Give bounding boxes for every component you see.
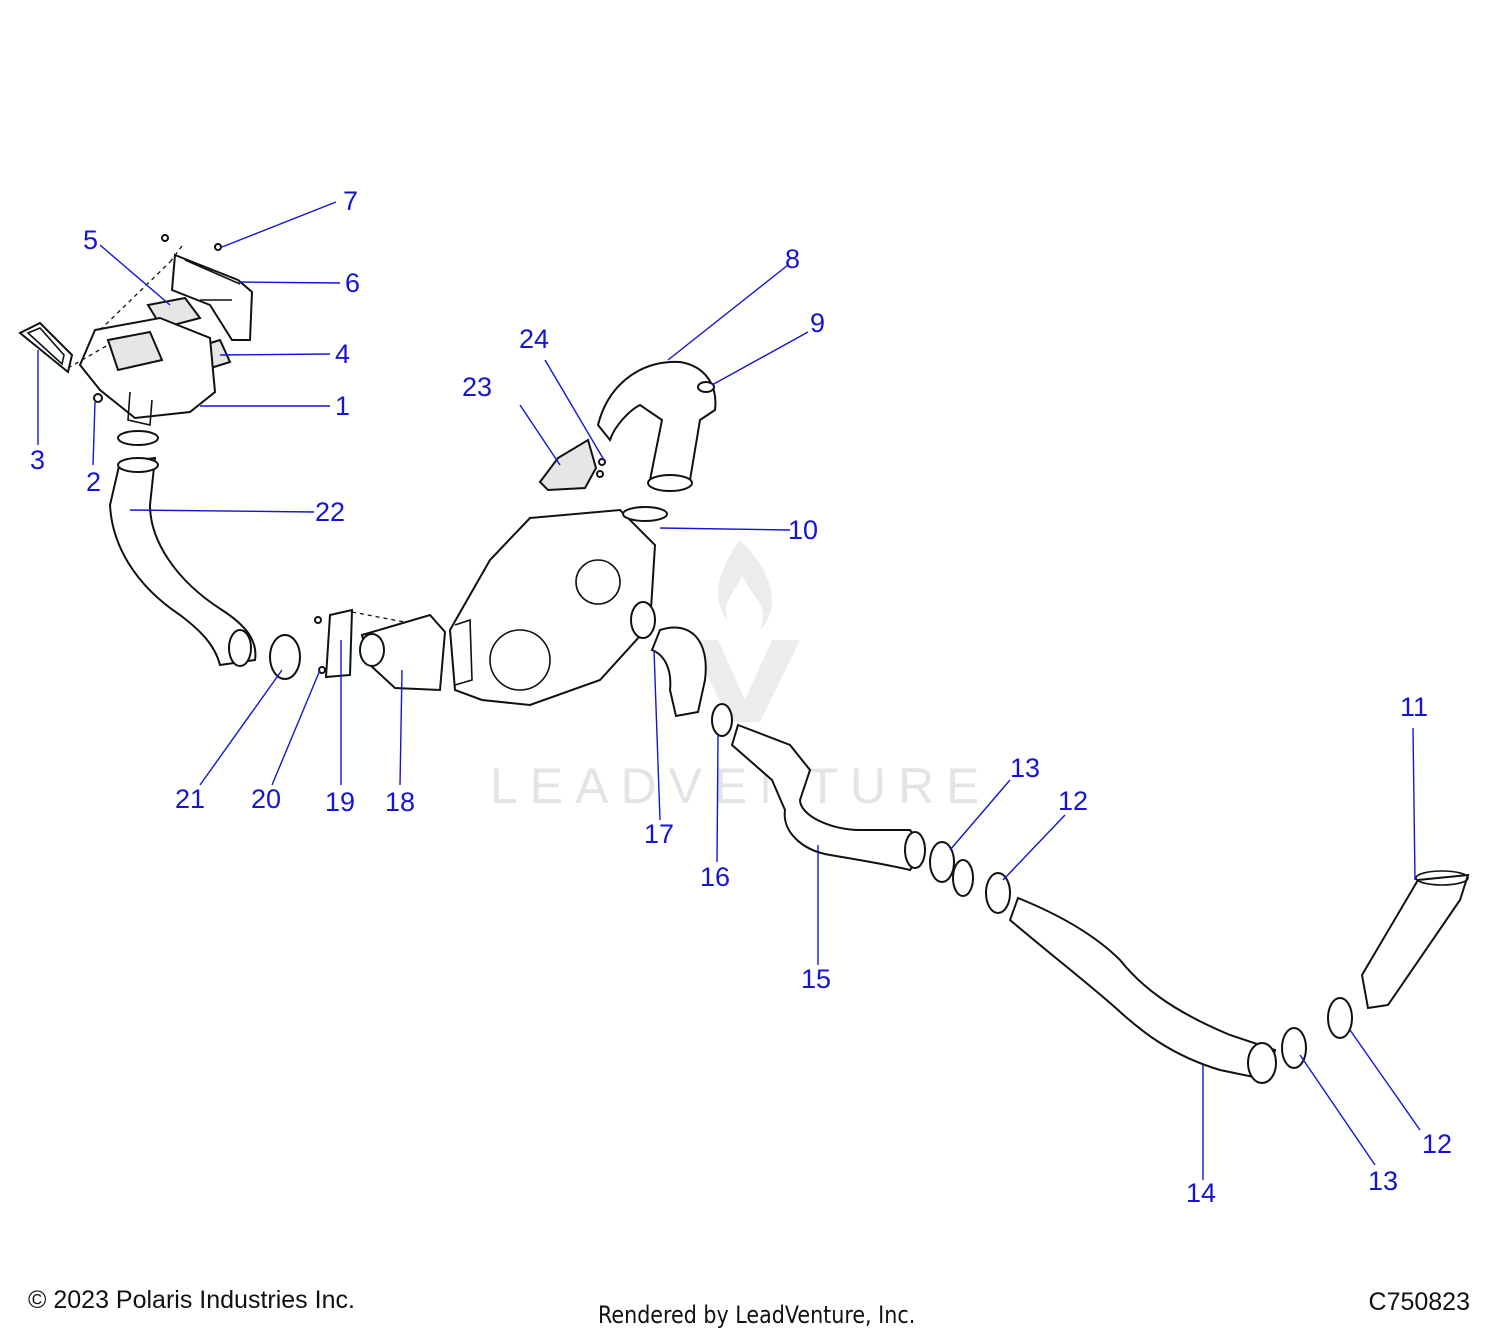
callout-label: 19 [325,787,355,817]
part-12-coupler [1327,997,1353,1039]
part-2-screw [93,393,103,403]
part-15-hose [730,723,927,872]
clamp-17 [630,601,656,639]
leader-lines [37,201,1421,1180]
callout-label: 18 [385,787,415,817]
part-11-outlet [1360,870,1470,1010]
callout-label: 4 [335,339,350,369]
watermark-text: LEADVENTURE [490,758,992,814]
callout-label: 11 [1400,692,1428,722]
drawing-id: C750823 [1368,1288,1470,1316]
callout-label: 21 [175,784,205,814]
part-13-clamp [1281,1027,1307,1069]
clutch-cover [448,508,657,707]
callout-label: 10 [788,515,818,545]
part-16-clamp [711,703,733,737]
callout-label: 5 [83,225,98,255]
part-19-gasket [324,608,354,679]
callout-label: 7 [343,186,358,216]
callout-label: 8 [785,244,800,274]
callout-label: 12 [1058,786,1088,816]
part-3-gasket [18,321,74,374]
callout-label: 9 [810,308,825,338]
part-9-o-ring [697,381,715,393]
part-12-coupler [985,872,1011,914]
callout-label: 22 [315,497,345,527]
callout-label: 15 [801,964,831,994]
part-22-intake-hose [108,456,257,667]
part-14-pipe [1008,896,1277,1084]
clamp-upper [117,430,159,446]
callout-label: 13 [1368,1166,1398,1196]
callout-label: 3 [30,445,45,475]
part-23-bracket [538,438,598,492]
copyright-text: © 2023 Polaris Industries Inc. [28,1286,355,1314]
part-20-screw [314,616,322,624]
callout-label: 20 [251,784,281,814]
callout-label: 24 [519,324,549,354]
assembly-guide-line [67,245,183,369]
watermark-logo [690,540,800,722]
callout-label: 23 [462,372,492,402]
part-17-elbow [650,626,707,718]
part-18-adapter [359,613,447,692]
callout-label: 16 [700,862,730,892]
part-1-intake-housing [78,316,217,426]
callout-label: 2 [86,467,101,497]
part-10-clamp [622,506,668,522]
rendered-by-text: Rendered by LeadVenture, Inc. [598,1301,916,1329]
callout-label: 13 [1010,753,1040,783]
callout-label: 6 [345,268,360,298]
part-13-clamp [952,859,974,897]
callout-label: 1 [335,391,350,421]
callout-label: 12 [1422,1129,1452,1159]
part-24-screw [596,470,604,478]
callout-label: 14 [1186,1178,1216,1208]
callout-label: 17 [644,819,674,849]
part-13-clamp [929,841,955,883]
part-24-screw [598,458,606,466]
part-21-clamp [269,634,301,680]
part-8-elbow-duct [596,360,717,492]
part-20-screw [318,666,326,674]
part-7-screw [161,234,169,242]
part-7-screw [214,243,222,251]
